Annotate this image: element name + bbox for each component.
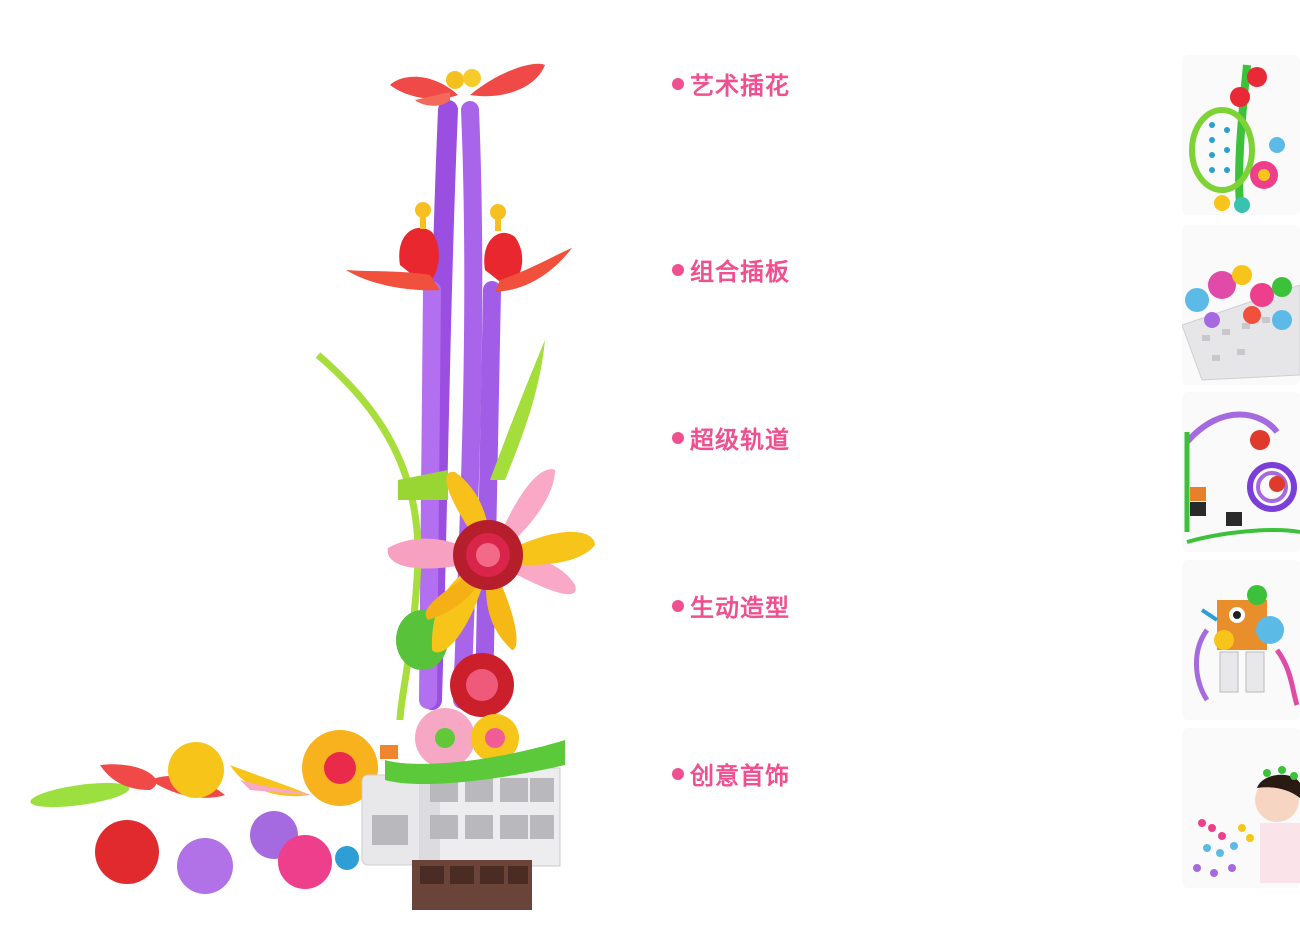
white-block-vase — [361, 740, 565, 910]
green-leaf — [315, 352, 422, 721]
feature-item: 创意首饰 — [672, 756, 790, 791]
feature-label: 生动造型 — [690, 594, 790, 622]
robot-figure-thumbnail-icon — [1194, 585, 1300, 706]
feature-label: 超级轨道 — [690, 426, 790, 454]
red-bead — [95, 820, 159, 884]
feature-item: 艺术插花 — [672, 66, 790, 101]
orange-flower — [302, 730, 378, 806]
flower-track-thumbnail-icon — [1189, 64, 1285, 213]
green-leaf — [490, 340, 545, 480]
bullet-dot-icon — [672, 431, 684, 444]
feature-label: 组合插板 — [690, 258, 790, 286]
pegboard-garden-thumbnail-icon — [1182, 265, 1300, 381]
thumbnail-pegboard[interactable] — [1182, 225, 1300, 385]
red-bud-right — [484, 204, 572, 292]
bullet-dot-icon — [672, 263, 684, 276]
loose-petal — [240, 780, 310, 795]
bullet-dot-icon — [672, 767, 684, 780]
purple-bead — [177, 838, 233, 894]
loose-petal — [168, 742, 224, 798]
feature-item: 超级轨道 — [672, 420, 790, 455]
feature-label: 艺术插花 — [690, 72, 790, 100]
top-flower — [390, 63, 545, 106]
thumbnail-robot-figure[interactable] — [1182, 560, 1300, 720]
feature-item: 组合插板 — [672, 252, 790, 287]
green-leaf — [30, 782, 130, 808]
thumbnail-marble-track[interactable] — [1182, 392, 1300, 552]
red-flower — [415, 653, 519, 768]
red-bud-left — [346, 202, 440, 291]
blue-bead — [335, 846, 359, 870]
pink-bead — [278, 835, 332, 889]
loose-petal — [100, 764, 157, 790]
bullet-dot-icon — [672, 599, 684, 612]
thumbnail-child-jewelry[interactable] — [1182, 728, 1300, 888]
green-leaf — [398, 470, 448, 500]
bullet-dot-icon — [672, 77, 684, 90]
marble-track-thumbnail-icon — [1184, 411, 1300, 544]
child-jewelry-thumbnail-icon — [1193, 766, 1300, 883]
big-yellow-flower — [387, 469, 595, 653]
loose-petal — [230, 765, 310, 797]
thumbnail-flower-track[interactable] — [1182, 55, 1300, 215]
feature-label: 创意首饰 — [690, 762, 790, 790]
flower-toy-illustration — [30, 63, 595, 910]
feature-item: 生动造型 — [672, 588, 790, 623]
